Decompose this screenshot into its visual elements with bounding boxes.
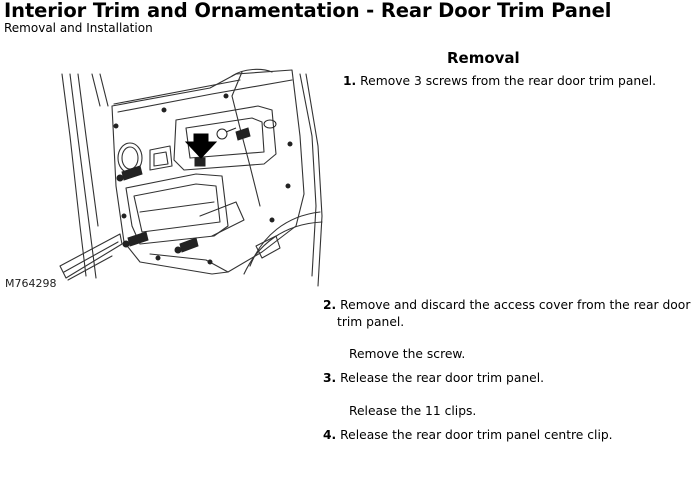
step-2: 2. Remove and discard the access cover f…: [323, 297, 695, 331]
step-text: Remove 3 screws from the rear door trim …: [360, 74, 657, 88]
pointer-arrow-icon: [184, 133, 218, 159]
door-trim-drawing: [59, 68, 323, 287]
step-text: Release the rear door trim panel centre …: [340, 428, 613, 442]
page-title: Interior Trim and Ornamentation - Rear D…: [4, 0, 612, 22]
step-number: 3.: [323, 371, 337, 385]
substep-3: Release the 11 clips.: [349, 404, 477, 418]
step-number: 1.: [343, 74, 357, 88]
step-text: Remove and discard the access cover from…: [340, 298, 691, 312]
section-heading: Removal: [447, 49, 520, 67]
step-number: 4.: [323, 428, 337, 442]
figure-code: M764298: [5, 277, 57, 290]
step-text-continued: trim panel.: [337, 315, 405, 329]
step-4: 4. Release the rear door trim panel cent…: [323, 427, 613, 444]
substep-2: Remove the screw.: [349, 347, 466, 361]
step-1: 1. Remove 3 screws from the rear door tr…: [343, 73, 656, 90]
door-trim-illustration: [0, 66, 336, 296]
step-3: 3. Release the rear door trim panel.: [323, 370, 544, 387]
step-text: Release the rear door trim panel.: [340, 371, 545, 385]
step-number: 2.: [323, 298, 337, 312]
page-subtitle: Removal and Installation: [4, 21, 153, 35]
